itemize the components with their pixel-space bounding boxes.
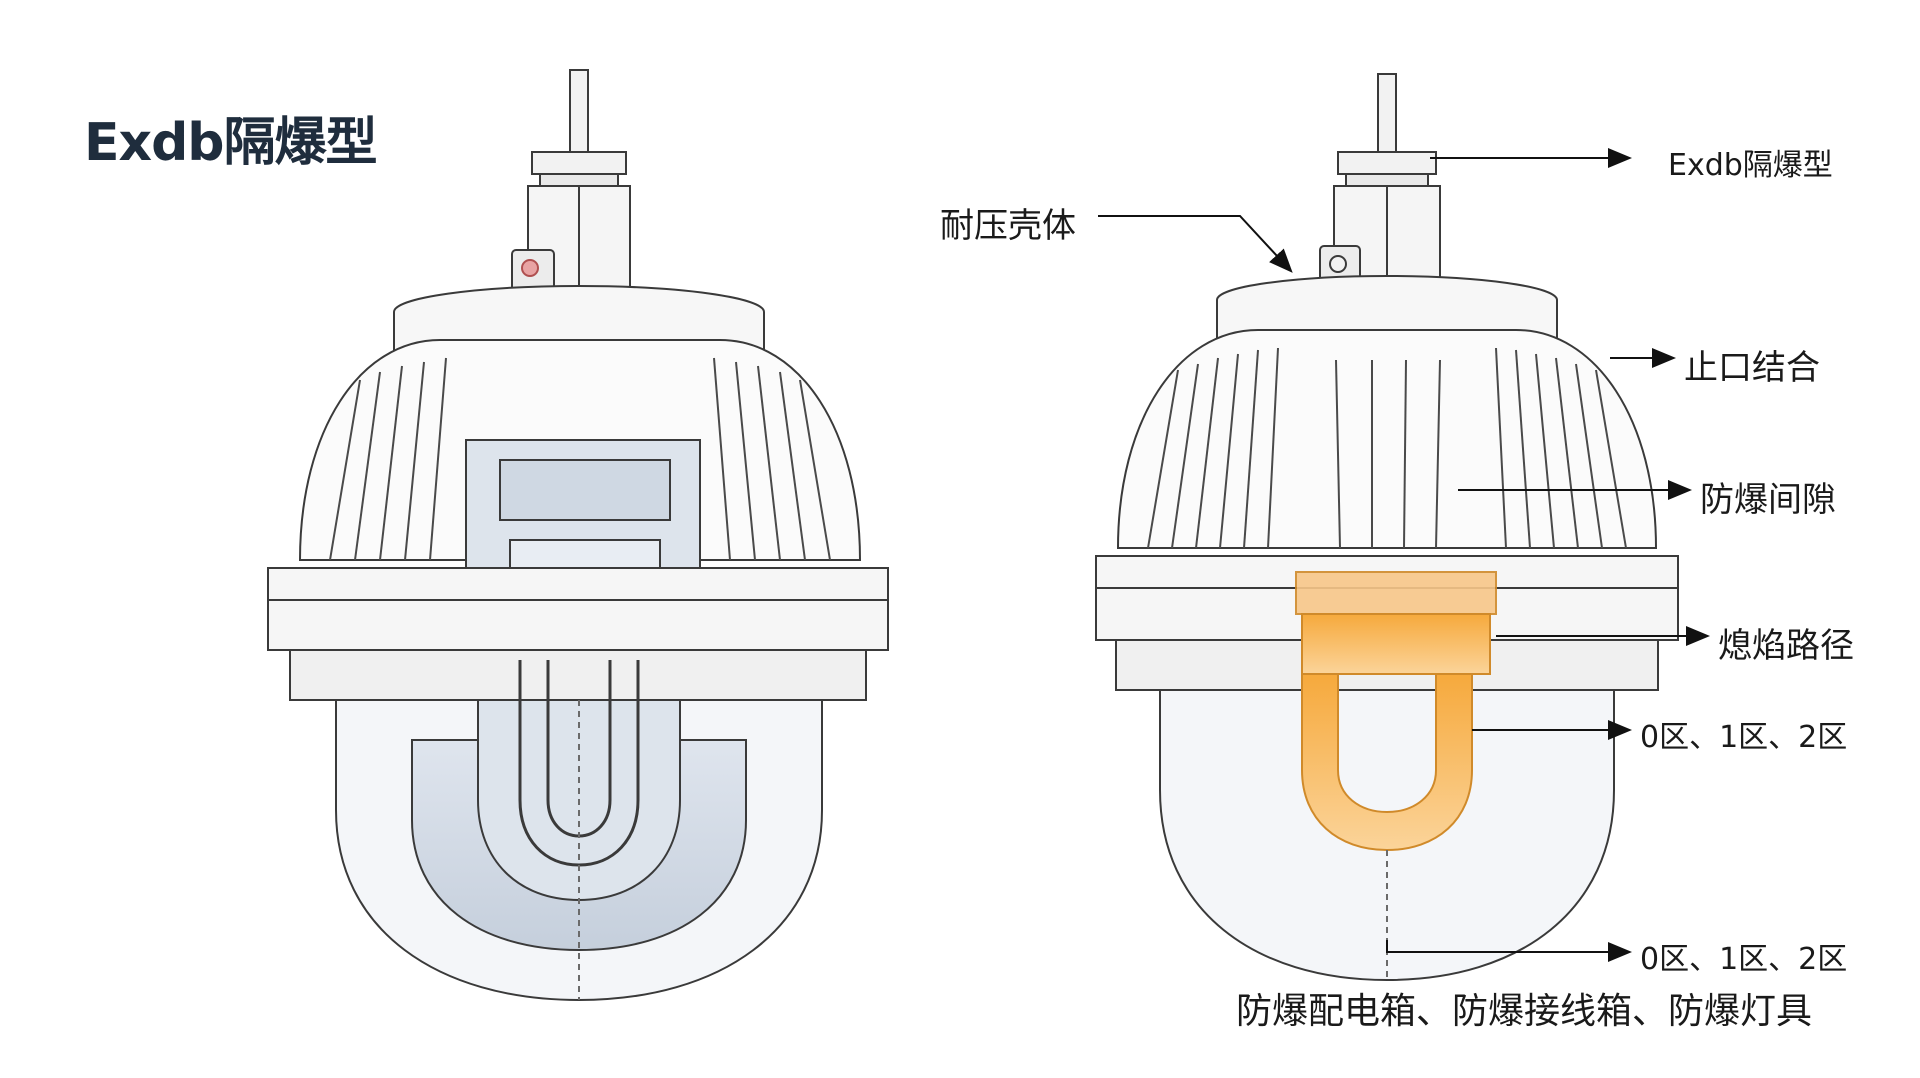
label-pressure-shell: 耐压壳体 bbox=[940, 206, 1076, 246]
arrow-shell bbox=[1098, 215, 1293, 273]
arrow-zone2 bbox=[1386, 940, 1632, 962]
label-zones-upper: 0区、1区、2区 bbox=[1640, 720, 1848, 755]
label-zones-lower: 0区、1区、2区 bbox=[1640, 942, 1848, 977]
label-flame-path: 熄焰路径 bbox=[1718, 626, 1854, 666]
label-applications: 防爆配电箱、防爆接线箱、防爆灯具 bbox=[1236, 991, 1813, 1032]
label-spigot-joint: 止口结合 bbox=[1684, 348, 1820, 388]
left-lamp bbox=[267, 69, 889, 1002]
page-title: Exdb隔爆型 bbox=[84, 113, 378, 173]
right-lamp bbox=[1095, 73, 1679, 982]
label-exdb-type: Exdb隔爆型 bbox=[1668, 148, 1833, 183]
label-explosion-gap: 防爆间隙 bbox=[1700, 480, 1836, 520]
leader-arrows bbox=[1098, 148, 1710, 962]
